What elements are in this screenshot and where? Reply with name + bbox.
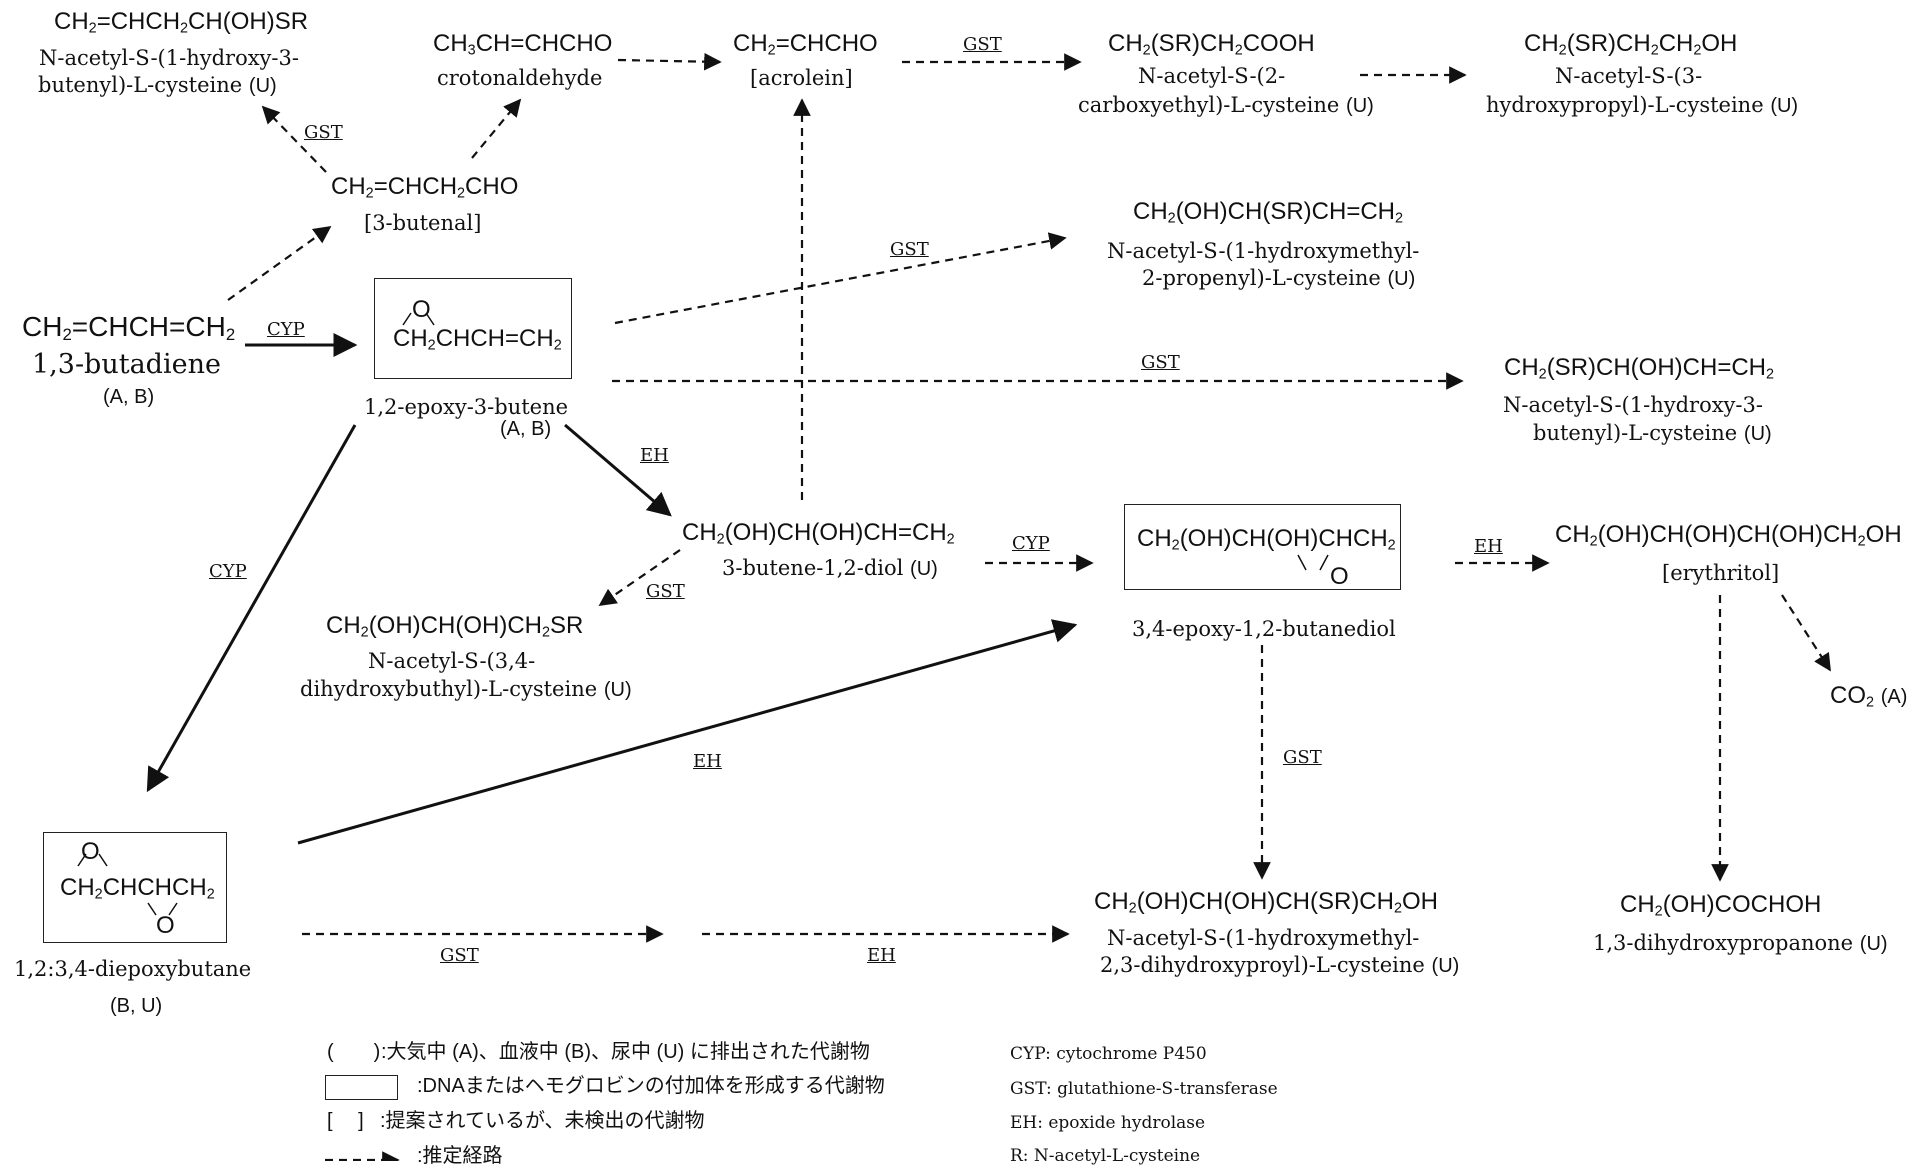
erythritol-name: [erythritol] [1662, 561, 1780, 585]
diepoxybutane-tag: (B, U) [110, 995, 163, 1017]
epoxybutene-box [374, 278, 572, 379]
legend-box-text: :DNAまたはヘモグロビンの付加体を形成する代謝物 [417, 1075, 885, 1097]
arrow-epoxybutene-to-butenediol [564, 423, 672, 517]
legend-paren-text: :大気中 (A)、血液中 (B)、尿中 (U) に排出された代謝物 [381, 1041, 870, 1063]
legend-paren-symbol: ( ) [327, 1041, 381, 1063]
enzyme-label-gst: GST [1141, 352, 1180, 373]
crotonaldehyde-name: crotonaldehyde [437, 66, 603, 90]
hydroxybutenyl-mid-name-2: butenyl)-L-cysteine (U) [1533, 421, 1772, 445]
arrow-butenal-to-hydroxybutenyl [261, 105, 327, 173]
arrow-erythritol-to-co2 [1781, 594, 1831, 672]
hydroxybutenyl-mid-formula: CH2(SR)CH(OH)CH=CH2 [1504, 354, 1775, 383]
hydroxymethyl-propenyl-name-2: 2-propenyl)-L-cysteine (U) [1142, 266, 1416, 290]
enzyme-label-gst: GST [646, 581, 685, 602]
carboxyethyl-formula: CH2(SR)CH2COOH [1108, 30, 1315, 59]
carboxyethyl-name-2: carboxyethyl)-L-cysteine (U) [1078, 93, 1374, 117]
epoxybutene-name: 1,2-epoxy-3-butene [364, 395, 569, 419]
arrow-butenediol-to-dihydroxybutyl [598, 549, 681, 606]
epoxybutanediol-formula: CH2(OH)CH(OH)CHCH2 [1137, 525, 1396, 554]
trihydroxy-formula: CH2(OH)CH(OH)CH(SR)CH2OH [1094, 888, 1438, 917]
legend-eh: EH: epoxide hydrolase [1010, 1113, 1206, 1133]
enzyme-label-eh: EH [693, 751, 722, 772]
dihydroxypropanone-formula: CH2(OH)COCHOH [1620, 891, 1822, 920]
butadiene-formula: CH2=CHCH=CH2 [22, 311, 236, 345]
butadiene-tag: (A, B) [103, 386, 155, 408]
butenal-formula: CH2=CHCH2CHO [331, 173, 519, 202]
enzyme-label-eh: EH [640, 445, 669, 466]
enzyme-label-eh: EH [867, 945, 896, 966]
diepoxybutane-ring-oxygen-bottom: O [156, 912, 175, 939]
epoxybutanediol-ring-oxygen: O [1330, 563, 1349, 590]
butenediol-name: 3-butene-1,2-diol (U) [722, 556, 938, 580]
diepoxybutane-formula: CH2CHCHCH2 [60, 874, 215, 903]
acrolein-formula: CH2=CHCHO [733, 30, 878, 59]
trihydroxy-name-2: 2,3-dihydroxyproyl)-L-cysteine (U) [1100, 953, 1460, 977]
legend-bracket-symbol: [ ] [327, 1110, 364, 1132]
epoxybutene-formula: CH2CHCH=CH2 [393, 325, 562, 354]
epoxybutene-ring-oxygen: O [412, 296, 431, 323]
enzyme-label-gst: GST [1283, 747, 1322, 768]
legend-box-sample [325, 1075, 398, 1100]
enzyme-label-cyp: CYP [267, 319, 305, 340]
legend-r: R: N-acetyl-L-cysteine [1010, 1146, 1201, 1166]
diepoxybutane-ring-oxygen-top: O [81, 838, 100, 865]
dihydroxypropanone-name: 1,3-dihydroxypropanone (U) [1593, 931, 1888, 955]
crotonaldehyde-formula: CH3CH=CHCHO [433, 30, 613, 59]
enzyme-label-cyp: CYP [1012, 533, 1050, 554]
enzyme-label-gst: GST [890, 239, 929, 260]
diepoxybutane-name: 1,2:3,4-diepoxybutane [14, 957, 252, 981]
hydroxypropyl-formula: CH2(SR)CH2CH2OH [1524, 30, 1738, 59]
enzyme-label-gst: GST [963, 34, 1002, 55]
enzyme-label-gst: GST [440, 945, 479, 966]
arrow-epoxybutene-to-diepoxybutane [146, 424, 357, 793]
arrow-butadiene-to-butenal [227, 225, 332, 301]
diepoxybutane-bottom-ring-bonds [147, 902, 178, 916]
hydroxybutenyl-top-name-2: butenyl)-L-cysteine (U) [38, 73, 277, 97]
carboxyethyl-name-1: N-acetyl-S-(2- [1138, 64, 1286, 88]
diepoxybutane-top-ring-bonds [77, 853, 108, 867]
hydroxybutenyl-mid-name-1: N-acetyl-S-(1-hydroxy-3- [1503, 393, 1763, 417]
diepoxybutane-box [43, 832, 227, 943]
hydroxymethyl-propenyl-name-1: N-acetyl-S-(1-hydroxymethyl- [1107, 239, 1420, 263]
epoxybutanediol-name: 3,4-epoxy-1,2-butanediol [1132, 617, 1396, 641]
arrow-epoxybutene-to-hydroxymethyl-propenyl [614, 232, 1067, 325]
legend-dash-text: :推定経路 [417, 1145, 503, 1167]
butadiene-name: 1,3-butadiene [32, 349, 221, 380]
arrow-butenal-to-crotonaldehyde [471, 98, 522, 159]
enzyme-label-gst: GST [304, 122, 343, 143]
epoxybutene-tag: (A, B) [500, 418, 552, 440]
hydroxybutenyl-top-formula: CH2=CHCH2CH(OH)SR [54, 8, 309, 37]
dihydroxybutyl-formula: CH2(OH)CH(OH)CH2SR [326, 612, 584, 641]
arrow-crotonaldehyde-to-acrolein [617, 52, 722, 71]
butenediol-formula: CH2(OH)CH(OH)CH=CH2 [682, 519, 955, 548]
legend-gst: GST: glutathione-S-transferase [1010, 1079, 1278, 1099]
hydroxypropyl-name-2: hydroxypropyl)-L-cysteine (U) [1486, 93, 1799, 117]
acrolein-name: [acrolein] [750, 66, 853, 90]
epoxybutene-ring-bonds [402, 312, 435, 326]
dihydroxybutyl-name-1: N-acetyl-S-(3,4- [368, 649, 536, 673]
erythritol-formula: CH2(OH)CH(OH)CH(OH)CH2OH [1555, 521, 1902, 550]
legend-bracket-text: :提案されているが、未検出の代謝物 [380, 1110, 705, 1132]
epoxybutanediol-ring-bonds [1297, 554, 1329, 571]
hydroxypropyl-name-1: N-acetyl-S-(3- [1555, 64, 1703, 88]
enzyme-label-cyp: CYP [209, 561, 247, 582]
hydroxybutenyl-top-name-1: N-acetyl-S-(1-hydroxy-3- [39, 46, 299, 70]
legend-cyp: CYP: cytochrome P450 [1010, 1044, 1207, 1064]
enzyme-label-eh: EH [1474, 536, 1503, 557]
dihydroxybutyl-name-2: dihydroxybuthyl)-L-cysteine (U) [300, 677, 632, 701]
arrow-diepoxybutane-to-epoxybutanediol [297, 619, 1078, 845]
hydroxymethyl-propenyl-formula: CH2(OH)CH(SR)CH=CH2 [1133, 198, 1404, 227]
co2-formula: CO2 (A) [1830, 682, 1908, 711]
epoxybutanediol-box [1124, 504, 1401, 590]
butenal-name: [3-butenal] [364, 211, 482, 235]
trihydroxy-name-1: N-acetyl-S-(1-hydroxymethyl- [1107, 926, 1420, 950]
